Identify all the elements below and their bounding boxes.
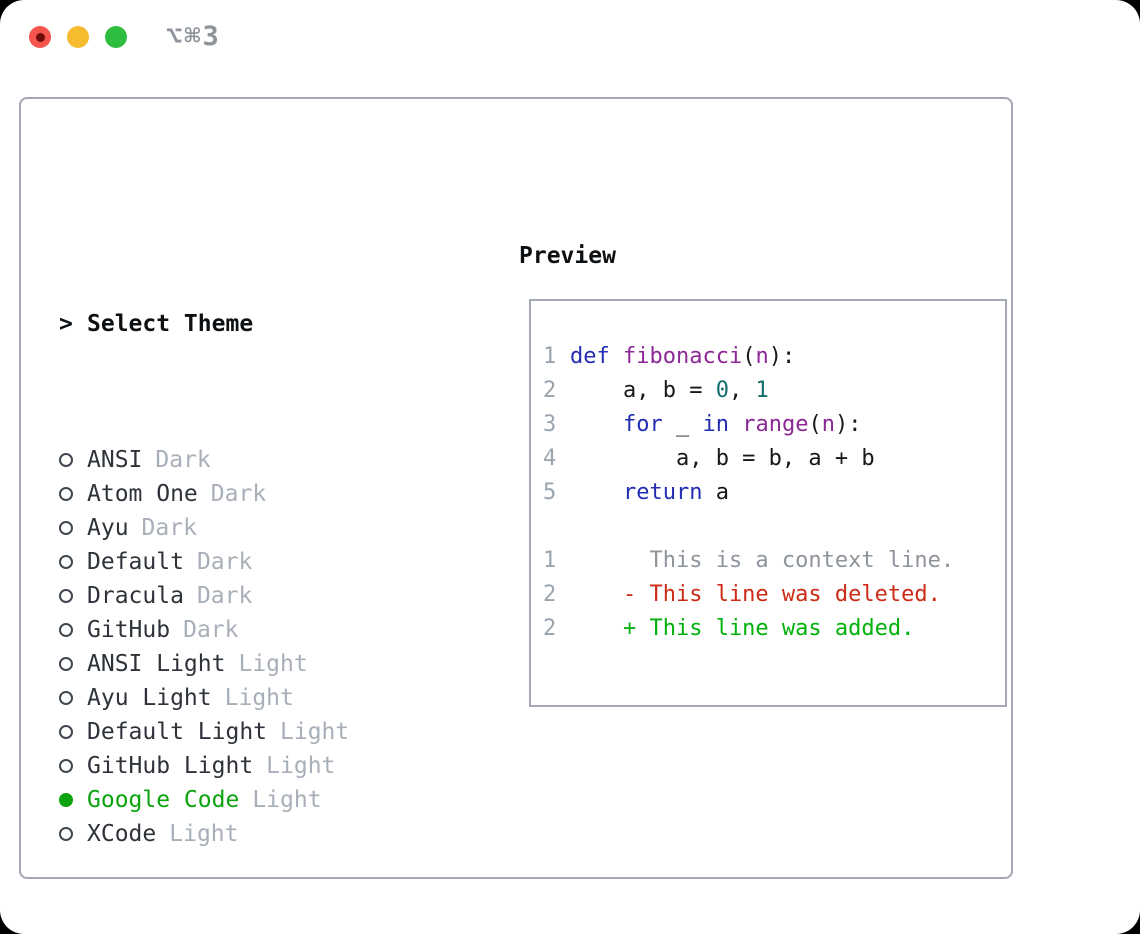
theme-name: GitHub — [87, 617, 171, 643]
selection-caret-icon: > — [59, 311, 73, 337]
zoom-button[interactable] — [105, 26, 127, 48]
theme-variant: Dark — [196, 583, 253, 609]
theme-variant: Dark — [155, 447, 211, 473]
radio-icon — [59, 521, 73, 535]
line-number: 4 — [543, 446, 557, 471]
theme-name: Ayu Light — [87, 685, 212, 711]
radio-icon — [59, 827, 73, 841]
dialog-panel: > Select Theme ANSI Dark Atom One Dark Ay… — [19, 97, 1013, 879]
theme-option[interactable]: Google Code Light — [59, 783, 447, 817]
theme-name: Atom One — [87, 481, 198, 507]
close-button[interactable] — [29, 26, 51, 48]
minimize-button[interactable] — [67, 26, 89, 48]
theme-variant: Light — [224, 685, 294, 711]
line-number: 2 — [543, 616, 557, 641]
theme-name: ANSI — [87, 447, 143, 473]
theme-option[interactable]: Default Dark — [59, 545, 447, 579]
line-number: 2 — [543, 378, 557, 403]
theme-variant: Dark — [183, 617, 239, 643]
theme-name: Ayu — [87, 515, 129, 541]
window-shortcut-label: ⌥⌘3 — [166, 21, 221, 52]
theme-options: ANSI Dark Atom One Dark Ayu Dark Default… — [59, 443, 447, 851]
theme-option[interactable]: GitHub Light Light — [59, 749, 447, 783]
theme-variant: Light — [238, 651, 308, 677]
line-number: 2 — [543, 582, 557, 607]
preview-header: Preview — [519, 243, 616, 269]
theme-option[interactable]: ANSI Dark — [59, 443, 447, 477]
radio-icon — [59, 725, 73, 739]
theme-option[interactable]: XCode Light — [59, 817, 447, 851]
theme-name: Google Code — [87, 787, 240, 813]
theme-option[interactable]: Ayu Dark — [59, 511, 447, 545]
theme-name: ANSI Light — [87, 651, 226, 677]
code-line: 2 a, b = 0, 1 — [543, 374, 1005, 408]
theme-name: Default Light — [87, 719, 268, 745]
code-line: 3 for _ in range(n): — [543, 408, 1005, 442]
diff-line-deleted: 2 - This line was deleted. — [543, 578, 1005, 612]
theme-variant: Dark — [141, 515, 197, 541]
theme-option[interactable]: ANSI Light Light — [59, 647, 447, 681]
select-theme-header: > Select Theme — [59, 307, 447, 341]
theme-option[interactable]: Default Light Light — [59, 715, 447, 749]
radio-icon — [59, 759, 73, 773]
diff-line-context: 1 This is a context line. — [543, 544, 1005, 578]
theme-variant: Light — [266, 753, 336, 779]
radio-icon — [59, 453, 73, 467]
radio-icon — [59, 657, 73, 671]
theme-variant: Light — [280, 719, 350, 745]
theme-name: GitHub Light — [87, 753, 254, 779]
theme-name: Dracula — [87, 583, 184, 609]
theme-variant: Light — [169, 821, 239, 847]
theme-option[interactable]: GitHub Dark — [59, 613, 447, 647]
radio-icon — [59, 691, 73, 705]
select-theme-title: Select Theme — [87, 311, 254, 337]
theme-variant: Dark — [210, 481, 267, 507]
blank-line — [543, 510, 1005, 544]
code-line: 4 a, b = b, a + b — [543, 442, 1005, 476]
code-line: 5 return a — [543, 476, 1005, 510]
theme-option[interactable]: Atom One Dark — [59, 477, 447, 511]
radio-icon — [59, 555, 73, 569]
theme-variant: Dark — [196, 549, 253, 575]
theme-name: Default — [87, 549, 184, 575]
theme-name: XCode — [87, 821, 157, 847]
theme-variant: Light — [252, 787, 322, 813]
traffic-lights — [29, 26, 127, 48]
diff-line-added: 2 + This line was added. — [543, 612, 1005, 646]
radio-icon — [59, 623, 73, 637]
diff-block: 1 This is a context line.2 - This line w… — [543, 544, 1005, 646]
radio-icon — [59, 487, 73, 501]
line-number: 1 — [543, 344, 557, 369]
line-number: 5 — [543, 480, 557, 505]
theme-option[interactable]: Ayu Light Light — [59, 681, 447, 715]
theme-list: > Select Theme ANSI Dark Atom One Dark Ay… — [59, 239, 447, 934]
radio-icon — [59, 589, 73, 603]
theme-option[interactable]: Dracula Dark — [59, 579, 447, 613]
radio-icon — [59, 793, 73, 807]
line-number: 1 — [543, 548, 557, 573]
line-number: 3 — [543, 412, 557, 437]
